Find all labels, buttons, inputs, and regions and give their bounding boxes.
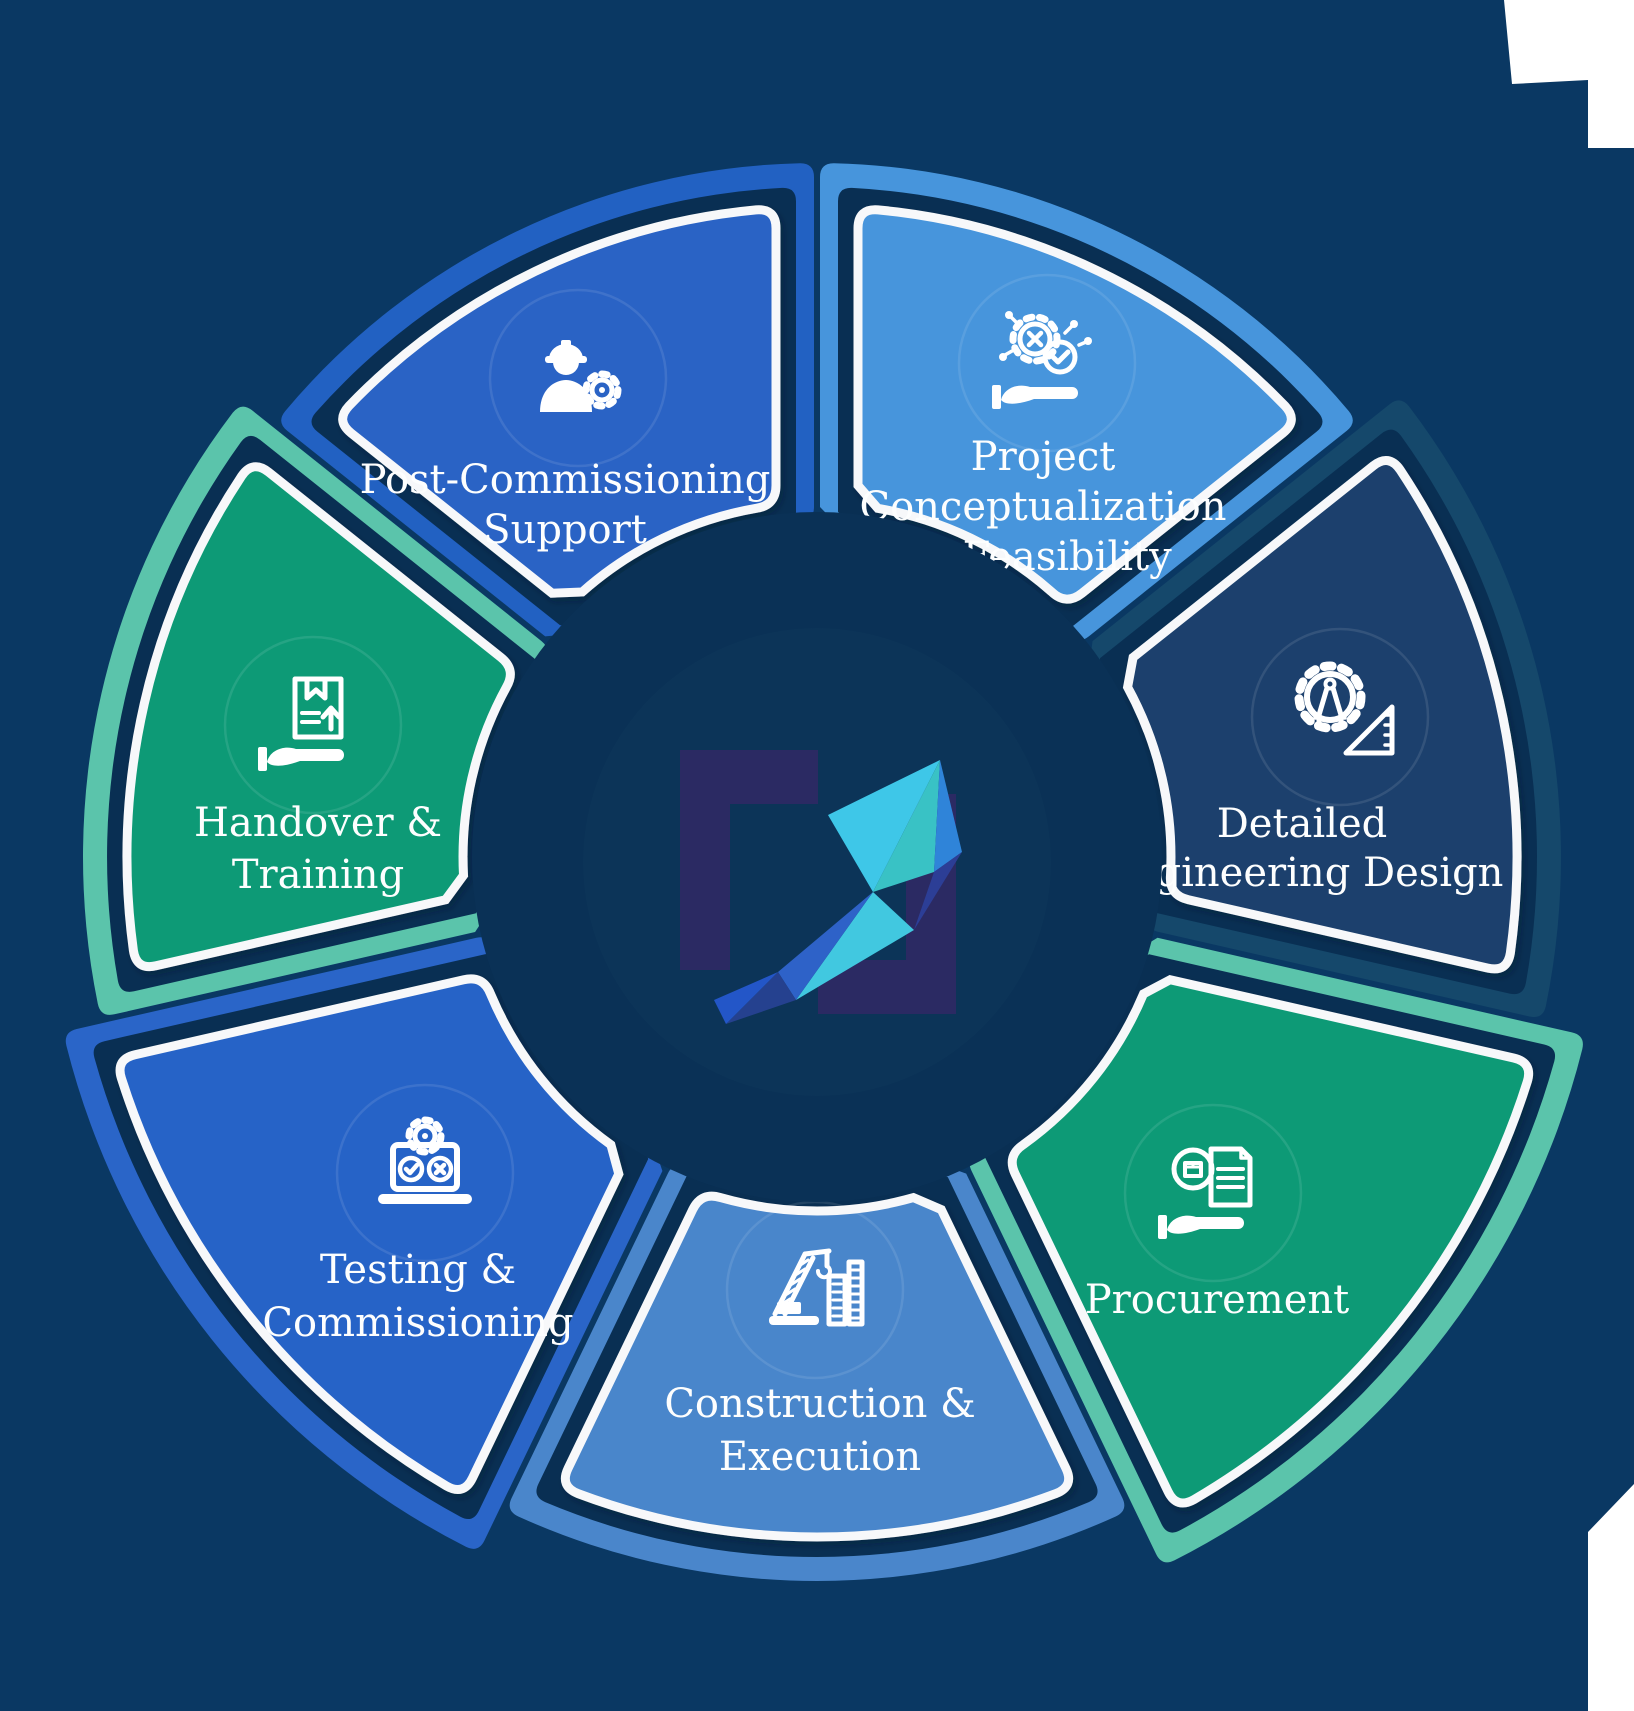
center-disc-inner	[583, 628, 1051, 1096]
testing-commissioning-label-line-1: Testing &	[320, 1247, 516, 1293]
post-commissioning-support-label-line-1: Post-Commissioning	[360, 457, 771, 503]
handover-training-icon-ring	[223, 635, 403, 815]
corner-cut-bottom-right	[1588, 1484, 1634, 1711]
construction-execution-label-line-2: Execution	[719, 1434, 921, 1480]
testing-commissioning-label-line-2: Commissioning	[262, 1300, 573, 1346]
handover-training-label-line-2: Training	[232, 852, 404, 898]
procurement-icon-ring	[1123, 1103, 1303, 1283]
procurement-segment	[1007, 974, 1534, 1508]
project-conceptualization-label-line-1: Project	[971, 434, 1116, 480]
handover-training-label-line-1: Handover &	[194, 800, 442, 846]
project-conceptualization-segment	[853, 205, 1296, 604]
procurement-label-line-1: Procurement	[1085, 1277, 1350, 1323]
detailed-engineering-design-segment	[1122, 456, 1522, 974]
detailed-engineering-design-label-line-2: Engineering Design	[1101, 850, 1504, 896]
segment-testing-commissioning: Testing & Commissioning	[65, 937, 663, 1549]
segment-construction-execution: Construction & Execution	[509, 1164, 1125, 1581]
segment-handover-training: Handover & Training	[82, 406, 548, 1015]
testing-commissioning-icon-ring	[335, 1083, 515, 1263]
construction-execution-label-line-1: Construction &	[664, 1381, 975, 1427]
segment-procurement: Procurement	[969, 937, 1583, 1563]
post-commissioning-support-label-line-2: Support	[483, 507, 647, 553]
wheel-center	[472, 512, 1162, 1202]
project-conceptualization-label-line-2: Conceptualization	[859, 484, 1226, 530]
construction-execution-icon-ring	[725, 1200, 905, 1380]
corner-cut-top-right	[1504, 0, 1634, 148]
project-conceptualization-icon-ring	[957, 273, 1137, 453]
detailed-engineering-design-label-line-1: Detailed	[1217, 801, 1388, 847]
handover-training-segment	[122, 462, 515, 972]
post-commissioning-support-icon-ring	[488, 288, 668, 468]
detailed-engineering-design-icon-ring	[1250, 627, 1430, 807]
construction-execution-segment	[560, 1191, 1074, 1542]
testing-commissioning-segment	[115, 974, 624, 1494]
